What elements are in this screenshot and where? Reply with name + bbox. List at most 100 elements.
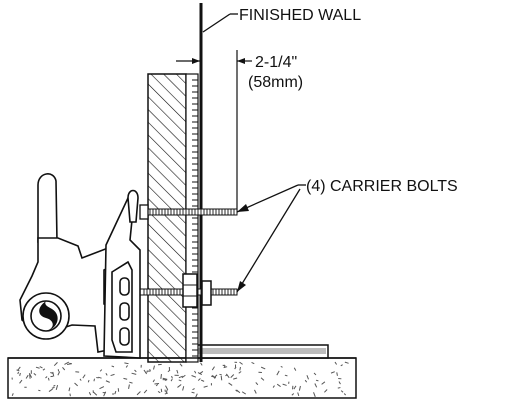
concrete-speckle (192, 388, 195, 391)
concrete-speckle (171, 375, 173, 379)
nut-lower-front (182, 273, 198, 308)
concrete-speckle (38, 389, 41, 392)
concrete-speckle (235, 389, 238, 392)
concrete-speckle (87, 379, 90, 383)
concrete-speckle (11, 393, 14, 397)
nut-upper-front (139, 204, 149, 220)
concrete-speckle (17, 366, 21, 371)
concrete-speckle (272, 385, 275, 388)
concrete-speckle (153, 365, 155, 370)
concrete-speckle (164, 392, 169, 395)
concrete-speckle (42, 368, 46, 371)
concrete-speckle (293, 385, 297, 390)
concrete-speckle (82, 374, 86, 379)
concrete-speckle (179, 363, 183, 367)
dimension-callout (176, 50, 252, 212)
concrete-speckle (155, 384, 159, 387)
concrete-speckle (114, 390, 117, 395)
concrete-speckle (154, 382, 160, 385)
finished-wall-leader (202, 13, 231, 33)
concrete-speckle (223, 366, 228, 369)
concrete-speckle (234, 366, 237, 370)
concrete-speckle (343, 393, 347, 396)
concrete-speckle (79, 378, 82, 381)
concrete-speckle (239, 366, 241, 371)
concrete-speckle (344, 361, 349, 364)
concrete-speckle (219, 373, 222, 376)
concrete-speckle (129, 381, 133, 384)
concrete-speckle (157, 391, 161, 394)
concrete-speckle (228, 382, 233, 386)
concrete-speckle (128, 384, 130, 389)
concrete-speckle (251, 362, 255, 365)
concrete-speckle (17, 371, 20, 375)
concrete-speckle (103, 391, 107, 397)
concrete-speckle (182, 386, 185, 391)
concrete-speckle (146, 370, 148, 373)
concrete-speckle (45, 376, 48, 379)
concrete-speckle (340, 364, 343, 367)
concrete-speckle (191, 391, 195, 394)
concrete-speckle (315, 379, 319, 382)
concrete-speckle (143, 389, 148, 394)
concrete-speckle (306, 375, 309, 380)
concrete-speckle (111, 365, 115, 368)
wall-stud (147, 73, 187, 363)
concrete-speckle (194, 370, 197, 374)
finished-wall-label: FINISHED WALL (239, 7, 361, 24)
concrete-speckle (241, 391, 246, 395)
concrete-speckle (330, 371, 335, 374)
concrete-speckle (197, 378, 201, 381)
concrete-speckle (260, 377, 265, 381)
concrete-floor (7, 357, 357, 399)
concrete-speckle (334, 361, 338, 365)
concrete-speckle (143, 369, 148, 375)
concrete-speckle (195, 393, 198, 398)
concrete-speckle (233, 377, 238, 380)
concrete-speckle (124, 362, 129, 365)
concrete-speckle (55, 385, 59, 391)
concrete-speckle (211, 366, 215, 371)
concrete-speckle (93, 391, 98, 396)
concrete-speckle (340, 390, 344, 393)
concrete-speckle (298, 385, 301, 391)
concrete-speckle (313, 392, 316, 398)
concrete-speckle (123, 377, 128, 380)
concrete-speckle (160, 374, 162, 379)
concrete-speckle (177, 384, 182, 388)
concrete-speckle (165, 389, 168, 394)
concrete-speckle (110, 373, 115, 377)
concrete-speckle (200, 362, 203, 366)
concrete-speckle (28, 373, 33, 378)
concrete-speckle (39, 366, 43, 369)
concrete-speckle (48, 388, 53, 392)
concrete-speckle (105, 373, 108, 376)
concrete-speckle (74, 382, 79, 387)
concrete-speckle (293, 367, 297, 371)
concrete-speckle (165, 385, 169, 391)
concrete-speckle (25, 374, 29, 379)
concrete-speckle (337, 387, 341, 389)
concrete-speckle (191, 375, 197, 378)
concrete-speckle (52, 371, 55, 377)
concrete-speckle (238, 371, 242, 374)
concrete-speckle (19, 372, 21, 377)
concrete-speckle (162, 377, 168, 380)
concrete-speckle (260, 366, 266, 370)
concrete-speckle (200, 379, 205, 382)
dimension-metric: (58mm) (248, 74, 303, 91)
dimension-imperial: 2-1/4" (255, 54, 297, 71)
concrete-speckle (93, 378, 96, 382)
concrete-speckle (321, 381, 326, 385)
concrete-speckle (152, 379, 155, 383)
concrete-speckle (313, 372, 317, 376)
concrete-speckle (136, 391, 141, 396)
concrete-speckle (99, 386, 105, 390)
concrete-speckle (125, 365, 128, 368)
concrete-speckle (304, 379, 308, 383)
concrete-speckle (176, 369, 179, 374)
concrete-speckle (222, 364, 226, 367)
concrete-speckle (57, 371, 61, 376)
concrete-speckle (19, 379, 23, 384)
